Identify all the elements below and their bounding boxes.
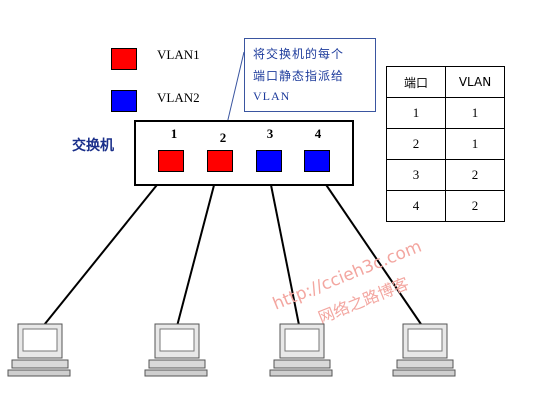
legend-vlan1-swatch — [111, 48, 137, 70]
computer-icon — [7, 323, 71, 377]
callout-box: 将交换机的每个 端口静态指派给 VLAN — [244, 38, 376, 112]
callout-line-2: 端口静态指派给 — [253, 69, 345, 83]
table-header-row: 端口 VLAN — [386, 66, 505, 98]
port-number-1: 1 — [170, 126, 178, 141]
callout-pointer — [225, 51, 245, 129]
table-cell: 2 — [445, 190, 505, 222]
legend-vlan2-label: VLAN2 — [157, 90, 200, 105]
table-row: 1 1 — [386, 97, 505, 129]
wire-port-1 — [39, 169, 170, 331]
legend-vlan1-label: VLAN1 — [157, 47, 200, 62]
callout-line-1: 将交换机的每个 — [253, 47, 345, 61]
computer-icon — [144, 323, 208, 377]
table-row: 4 2 — [386, 190, 505, 222]
port-number-4: 4 — [314, 126, 322, 141]
port-1 — [158, 150, 184, 172]
port-number-3: 3 — [266, 126, 274, 141]
callout-line-3: VLAN — [253, 89, 291, 103]
port-4 — [304, 150, 330, 172]
wire-port-3 — [267, 169, 301, 331]
computer-icon — [392, 323, 456, 377]
port-3 — [256, 150, 282, 172]
table-cell: 1 — [386, 97, 446, 129]
switch-label: 交换机 — [72, 138, 114, 154]
port-vlan-table: 端口 VLAN 1 1 2 1 3 2 4 2 — [386, 66, 505, 222]
port-number-2: 2 — [219, 130, 227, 145]
switch-box: 1 2 3 4 — [134, 120, 354, 186]
table-header-vlan: VLAN — [445, 66, 505, 98]
legend-vlan2-swatch — [111, 90, 137, 112]
port-2 — [207, 150, 233, 172]
computer-icon — [269, 323, 333, 377]
table-cell: 1 — [445, 128, 505, 160]
table-header-port: 端口 — [386, 66, 446, 98]
wire-port-4 — [315, 169, 426, 331]
table-row: 2 1 — [386, 128, 505, 160]
wire-port-2 — [175, 169, 219, 331]
